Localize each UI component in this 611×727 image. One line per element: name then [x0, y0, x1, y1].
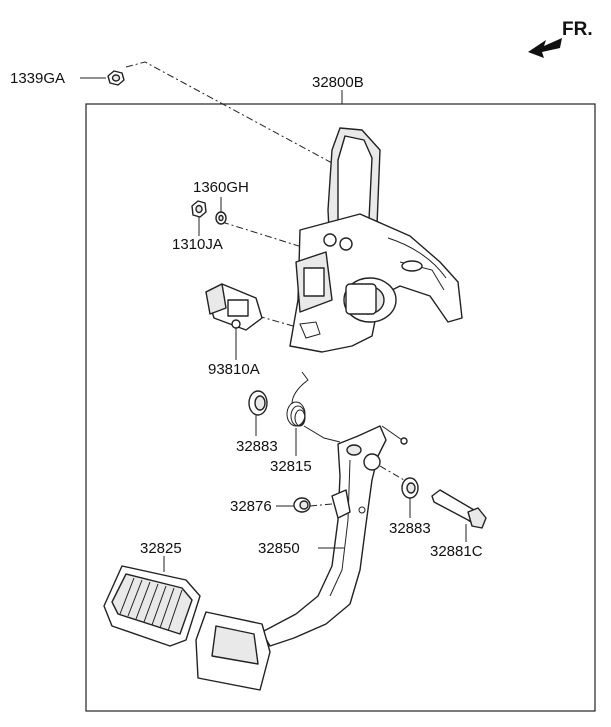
assembly-boundary-box	[85, 103, 596, 712]
label-32850: 32850	[258, 540, 300, 557]
nut-1310ja	[191, 200, 207, 218]
bushing-32883-left	[248, 390, 268, 416]
label-32800b: 32800B	[312, 74, 364, 91]
label-1310ja: 1310JA	[172, 236, 223, 253]
front-arrow-icon	[528, 38, 562, 58]
return-spring-32815	[286, 371, 341, 443]
front-label: FR.	[562, 19, 593, 40]
pedal-bracket-assembly	[289, 127, 463, 353]
label-93810a: 93810A	[208, 361, 260, 378]
guide-line-nut	[125, 61, 346, 171]
stop-lamp-switch-93810a	[205, 283, 263, 331]
pedal-arm-32850	[195, 425, 408, 691]
guide-line-bolt	[221, 221, 319, 253]
guide-line-stopper	[309, 503, 333, 507]
front-direction-indicator: FR.	[528, 19, 593, 58]
label-32883-left: 32883	[236, 438, 278, 455]
label-32876: 32876	[230, 498, 272, 515]
label-32825: 32825	[140, 540, 182, 557]
pivot-bolt-32881c	[431, 489, 487, 529]
bushing-32883-right	[401, 477, 419, 499]
nut-1339ga	[107, 70, 125, 86]
guide-line-bushing-right	[379, 465, 405, 481]
label-32883-right: 32883	[389, 520, 431, 537]
label-32815: 32815	[270, 458, 312, 475]
label-1360gh: 1360GH	[193, 179, 249, 196]
washer-1360gh	[215, 211, 227, 225]
stopper-32876	[293, 497, 311, 513]
pedal-pad-32825	[103, 565, 201, 647]
label-32881c: 32881C	[430, 543, 483, 560]
label-1339ga: 1339GA	[10, 70, 65, 87]
